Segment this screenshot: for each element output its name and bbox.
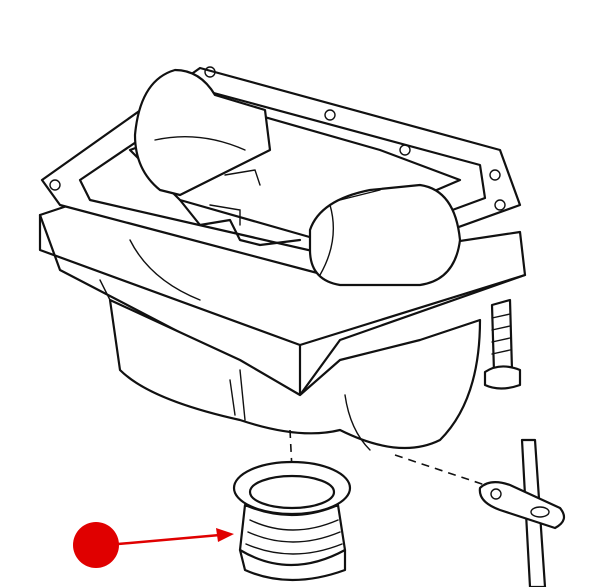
fuel-tube-bracket bbox=[478, 438, 566, 587]
red-dot-marker bbox=[73, 522, 119, 568]
arrow-right-icon bbox=[216, 528, 234, 542]
assembly-guide-line bbox=[394, 454, 501, 491]
float-right bbox=[308, 183, 462, 287]
float-left bbox=[133, 68, 272, 197]
drain-plug bbox=[232, 460, 352, 582]
red-arrow-line bbox=[117, 533, 221, 546]
screw bbox=[483, 298, 522, 390]
